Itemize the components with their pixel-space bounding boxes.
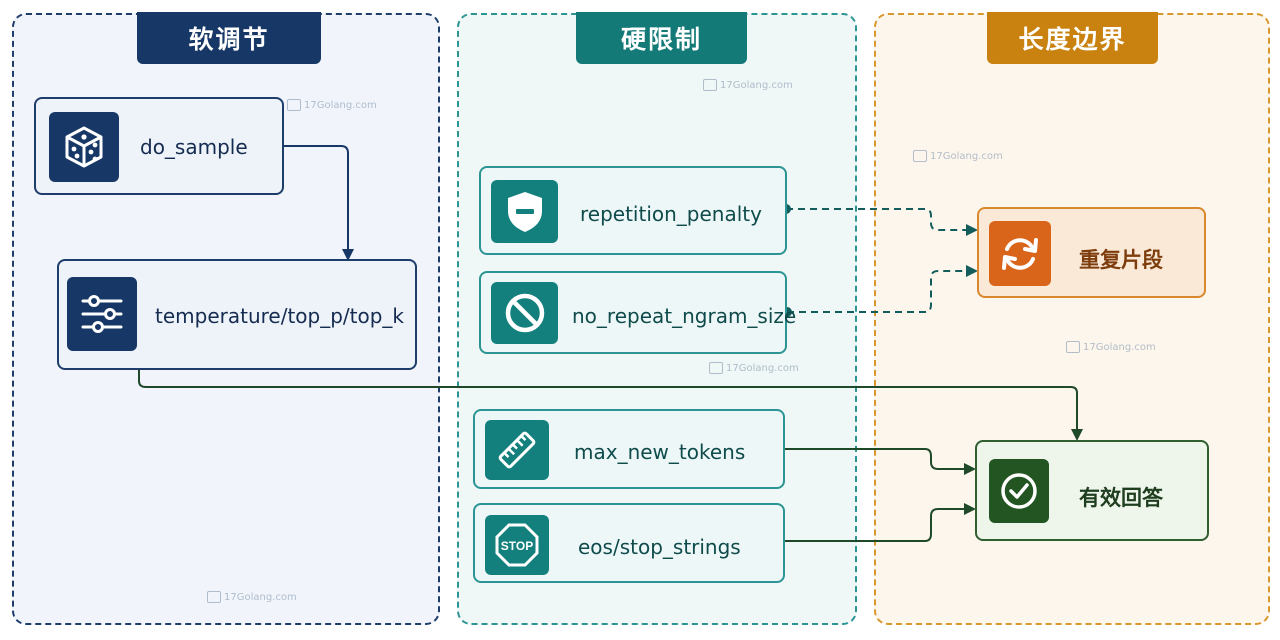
- watermark: 17Golang.com: [913, 150, 1003, 162]
- hard-limit-title: 硬限制: [576, 12, 747, 64]
- stop-sign-text: STOP: [501, 539, 533, 553]
- ruler-icon: [485, 420, 549, 480]
- temperature-top-p-top-k-node: temperature/top_p/top_k: [57, 259, 417, 370]
- watermark: 17Golang.com: [207, 591, 297, 603]
- watermark: 17Golang.com: [1066, 341, 1156, 353]
- edge-no-repeat-to-repeat-fragment: [787, 265, 978, 313]
- do-sample-label: do_sample: [140, 135, 248, 159]
- edge-do-sample-to-temperature: [284, 145, 354, 261]
- watermark: 17Golang.com: [287, 99, 377, 111]
- valid-answer-label: 有效回答: [1079, 486, 1163, 510]
- valid-answer-node: 有效回答: [975, 440, 1209, 541]
- eos-stop-strings-node: STOP eos/stop_strings: [473, 503, 785, 583]
- temperature-top-p-top-k-label: temperature/top_p/top_k: [155, 304, 405, 328]
- stop-sign-icon: STOP: [485, 515, 549, 575]
- no-repeat-ngram-size-label: no_repeat_ngram_size: [572, 304, 797, 328]
- max-new-tokens-node: max_new_tokens: [473, 409, 785, 489]
- repeat-fragment-node: 重复片段: [977, 207, 1206, 298]
- refresh-icon: [989, 221, 1051, 286]
- soft-adjust-title: 软调节: [137, 12, 321, 64]
- prohibited-icon: [491, 282, 558, 344]
- edge-eos-to-valid-answer: [785, 503, 976, 542]
- shield-minus-icon: [491, 180, 558, 243]
- repetition-penalty-label: repetition_penalty: [580, 202, 762, 226]
- no-repeat-ngram-size-node: no_repeat_ngram_size: [479, 271, 797, 354]
- dice-icon: [49, 112, 119, 182]
- edge-repetition-to-repeat-fragment: [786, 208, 978, 236]
- edge-max-tokens-to-valid-answer: [785, 448, 976, 475]
- check-circle-icon: [989, 459, 1049, 523]
- length-boundary-title: 长度边界: [987, 12, 1158, 64]
- repetition-penalty-node: repetition_penalty: [479, 166, 787, 255]
- watermark: 17Golang.com: [709, 362, 799, 374]
- sliders-icon: [67, 277, 137, 351]
- eos-stop-strings-label: eos/stop_strings: [578, 535, 741, 559]
- max-new-tokens-label: max_new_tokens: [574, 440, 746, 464]
- edge-temperature-to-valid-answer: [138, 370, 1083, 441]
- repeat-fragment-label: 重复片段: [1079, 248, 1163, 272]
- do-sample-node: do_sample: [34, 97, 284, 195]
- watermark: 17Golang.com: [703, 79, 793, 91]
